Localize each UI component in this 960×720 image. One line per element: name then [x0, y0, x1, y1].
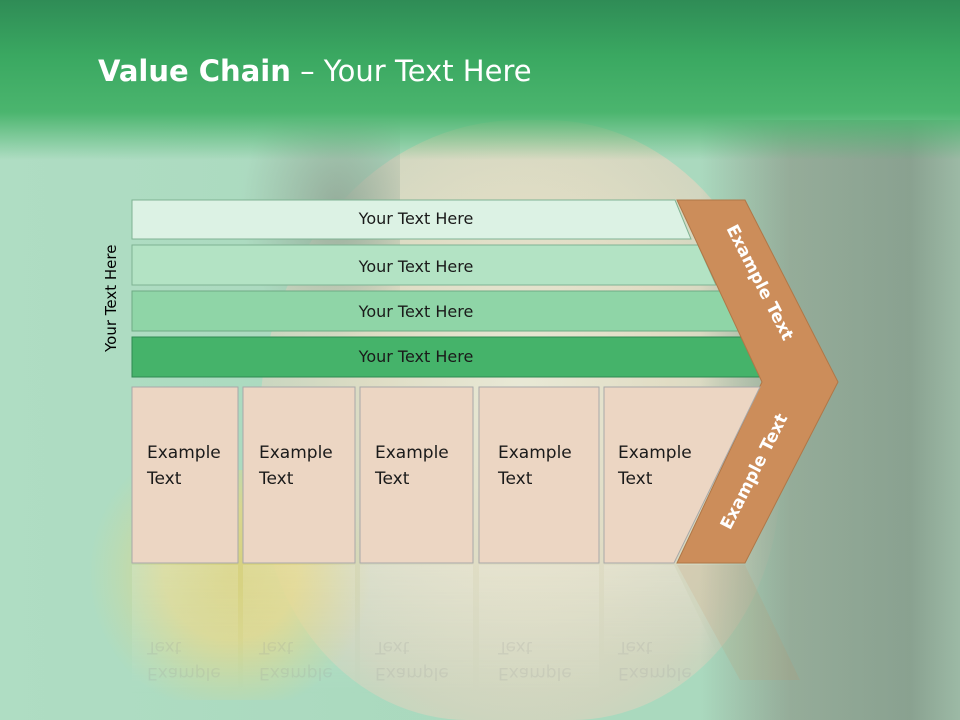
activity-box-5-line2: Text — [617, 469, 653, 489]
reflection-box-3-line2: Text — [374, 637, 410, 657]
reflection-box-2-line1: Example — [259, 663, 333, 683]
diagram-reflection: Text Example Text Example Text Example T… — [132, 565, 800, 695]
activity-box-2-line2: Text — [258, 469, 294, 489]
reflection-box-5-line2: Text — [617, 637, 653, 657]
reflection-box-4-line1: Example — [498, 663, 572, 683]
activity-box-1-line1: Example — [147, 443, 221, 463]
activity-box-4-line1: Example — [498, 443, 572, 463]
reflection-box-1-line1: Example — [147, 663, 221, 683]
slide-title-rest: – Your Text Here — [290, 54, 532, 88]
activity-box-4[interactable] — [478, 386, 600, 564]
reflection-box-2-line2: Text — [258, 637, 294, 657]
reflection-box-5-line1: Example — [618, 663, 692, 683]
activity-box-3-line1: Example — [375, 443, 449, 463]
activity-box-1-line2: Text — [146, 469, 182, 489]
bar-1-label: Your Text Here — [358, 209, 474, 228]
reflection-box-4-line2: Text — [497, 637, 533, 657]
reflection-box-3-line1: Example — [375, 663, 449, 683]
chevron-arrow[interactable] — [676, 199, 839, 564]
activity-box-4-line2: Text — [497, 469, 533, 489]
slide-title-bold: Value Chain — [98, 54, 291, 88]
header-band — [0, 0, 960, 160]
bar-1[interactable] — [131, 199, 692, 240]
activity-box-3[interactable] — [359, 386, 474, 564]
slide-title: Value Chain – Your Text Here — [98, 54, 532, 88]
bar-2[interactable] — [131, 244, 717, 286]
bar-3-label: Your Text Here — [358, 302, 474, 321]
activity-box-1[interactable] — [131, 386, 239, 564]
activity-box-2-line1: Example — [259, 443, 333, 463]
bar-4-label: Your Text Here — [358, 347, 474, 366]
activity-box-5-line1: Example — [618, 443, 692, 463]
activity-box-2[interactable] — [242, 386, 356, 564]
bar-2-label: Your Text Here — [358, 257, 474, 276]
activity-box-3-line2: Text — [374, 469, 410, 489]
activity-box-5[interactable] — [603, 386, 761, 564]
reflection-box-1-line2: Text — [146, 637, 182, 657]
